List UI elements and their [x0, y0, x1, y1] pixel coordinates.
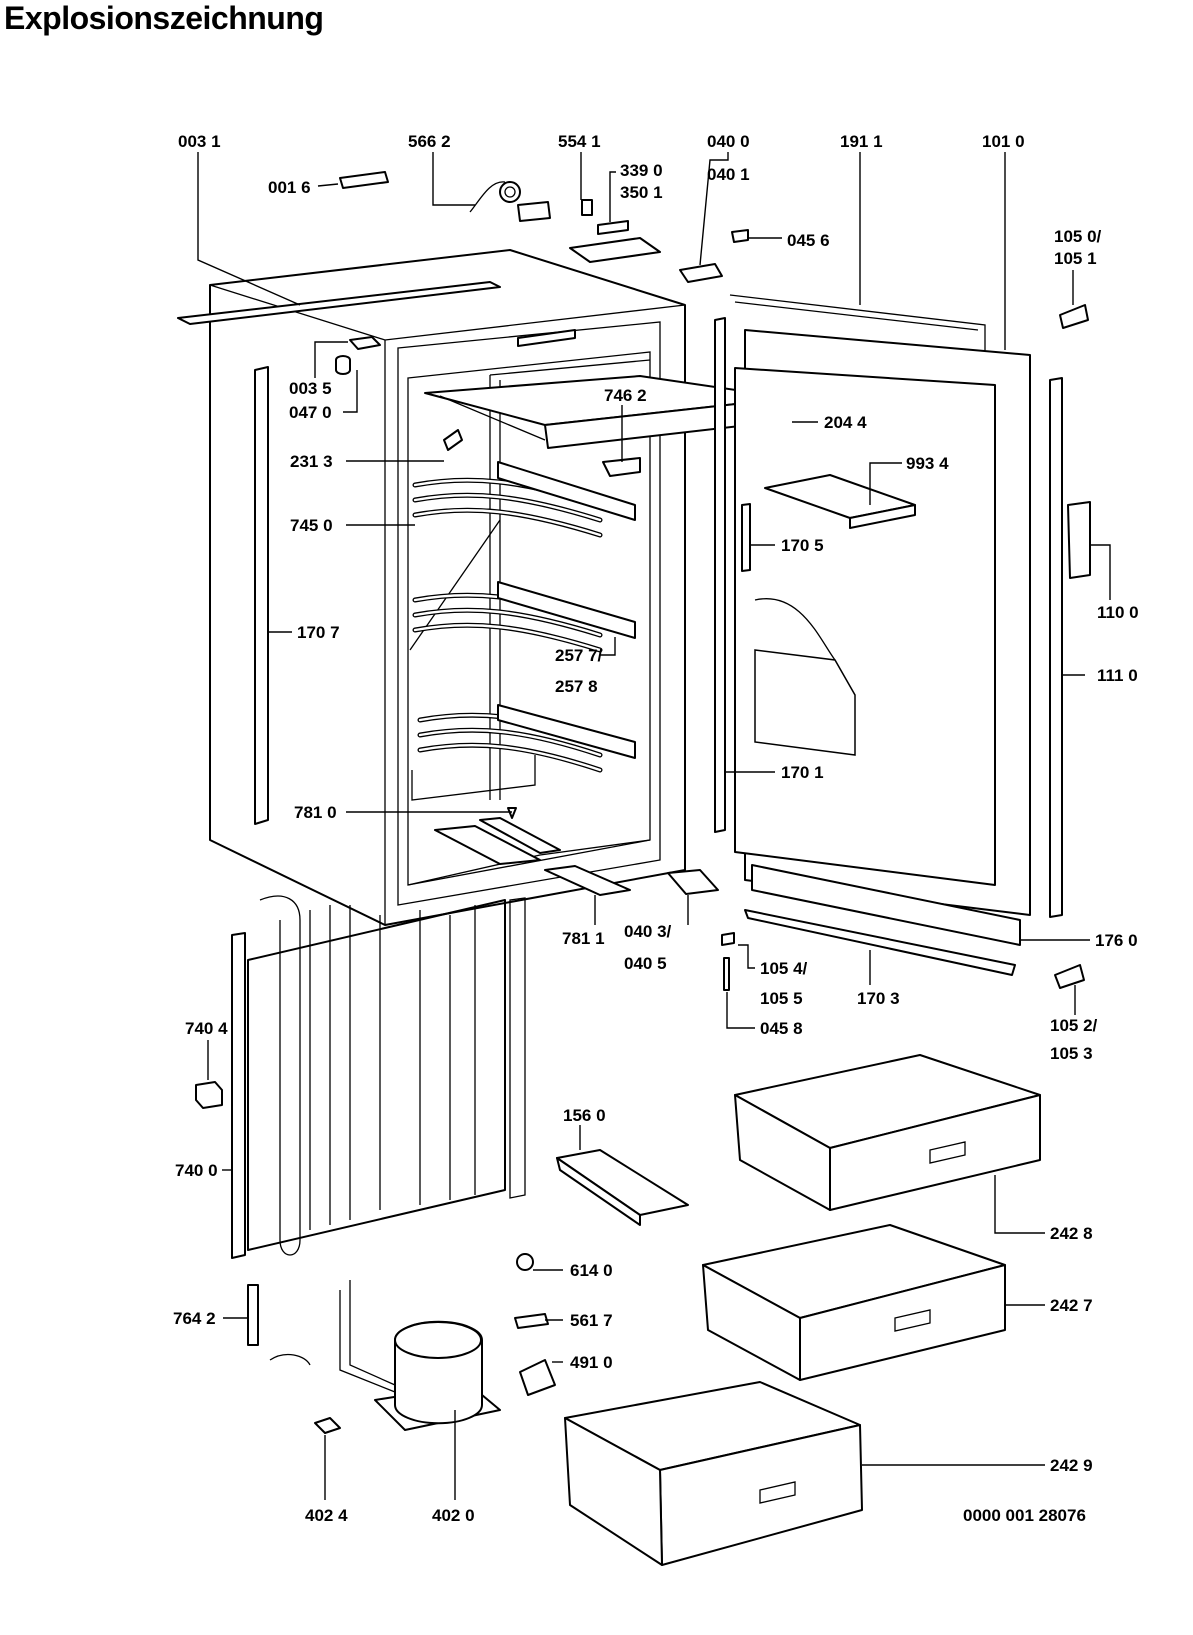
label-7642: 764 2 [173, 1309, 216, 1328]
leader-lines [197, 152, 1111, 1500]
dryer-filter [247, 1284, 259, 1346]
label-5662: 566 2 [408, 132, 451, 151]
part-labels: 003 1 566 2 554 1 339 0 350 1 040 0 040 … [173, 132, 1139, 1525]
label-1110: 111 0 [1097, 666, 1138, 685]
label-3390: 339 0 [620, 161, 663, 180]
label-4910: 491 0 [570, 1353, 613, 1372]
label-0400: 040 0 [707, 132, 750, 151]
label-1701: 170 1 [781, 763, 824, 782]
drawer-2429 [564, 1381, 863, 1566]
label-1053: 105 3 [1050, 1044, 1093, 1063]
label-1054: 105 4/ [760, 959, 808, 978]
compressor [339, 1280, 501, 1431]
evaporator-coil-middle [412, 581, 636, 653]
drawer-2427 [702, 1224, 1006, 1381]
evaporator-coil-lower [417, 704, 636, 773]
label-7450: 745 0 [290, 516, 333, 535]
label-0456: 045 6 [787, 231, 830, 250]
label-7462: 746 2 [604, 386, 647, 405]
label-1705: 170 5 [781, 536, 824, 555]
part-6140 [516, 1253, 534, 1271]
label-1055: 105 5 [760, 989, 803, 1008]
condenser [231, 895, 526, 1259]
label-1911: 191 1 [840, 132, 883, 151]
label-7811: 781 1 [562, 929, 605, 948]
label-1560: 156 0 [563, 1106, 606, 1125]
label-1050: 105 0/ [1054, 227, 1102, 246]
label-4024: 402 4 [305, 1506, 348, 1525]
label-7400: 740 0 [175, 1161, 218, 1180]
label-2313: 231 3 [290, 452, 333, 471]
label-2429: 242 9 [1050, 1456, 1093, 1475]
label-0403: 040 3/ [624, 922, 672, 941]
drawer-2428 [734, 1054, 1041, 1211]
label-1051: 105 1 [1054, 249, 1097, 268]
label-9934: 993 4 [906, 454, 949, 473]
label-1703: 170 3 [857, 989, 900, 1008]
label-0405: 040 5 [624, 954, 667, 973]
label-0401: 040 1 [707, 165, 750, 184]
part-5617 [514, 1313, 549, 1329]
label-2044: 204 4 [824, 413, 867, 432]
label-5541: 554 1 [558, 132, 601, 151]
clip-4024 [314, 1417, 341, 1434]
label-2427: 242 7 [1050, 1296, 1093, 1315]
label-1052: 105 2/ [1050, 1016, 1098, 1035]
label-1707: 170 7 [297, 623, 340, 642]
label-7404: 740 4 [185, 1019, 228, 1038]
label-0470: 047 0 [289, 403, 332, 422]
top-components [339, 171, 1089, 329]
cabinet [177, 249, 793, 926]
part-7404-block [195, 1081, 223, 1109]
part-4910 [519, 1359, 556, 1396]
label-0035: 003 5 [289, 379, 332, 398]
drawing-number: 0000 001 28076 [963, 1506, 1086, 1525]
evaporator-coil-upper [412, 461, 636, 538]
label-3501: 350 1 [620, 183, 663, 202]
label-1010: 101 0 [982, 132, 1025, 151]
label-0016: 001 6 [268, 178, 311, 197]
label-2428: 242 8 [1050, 1224, 1093, 1243]
label-2578: 257 8 [555, 677, 598, 696]
label-1760: 176 0 [1095, 931, 1138, 950]
label-6140: 614 0 [570, 1261, 613, 1280]
page-title: Explosionszeichnung [4, 0, 324, 36]
label-7810: 781 0 [294, 803, 337, 822]
label-0458: 045 8 [760, 1019, 803, 1038]
door [714, 294, 1091, 991]
label-2577: 257 7/ [555, 646, 603, 665]
label-5617: 561 7 [570, 1311, 613, 1330]
label-1100: 110 0 [1097, 603, 1139, 622]
label-0031: 003 1 [178, 132, 221, 151]
label-4020: 402 0 [432, 1506, 475, 1525]
